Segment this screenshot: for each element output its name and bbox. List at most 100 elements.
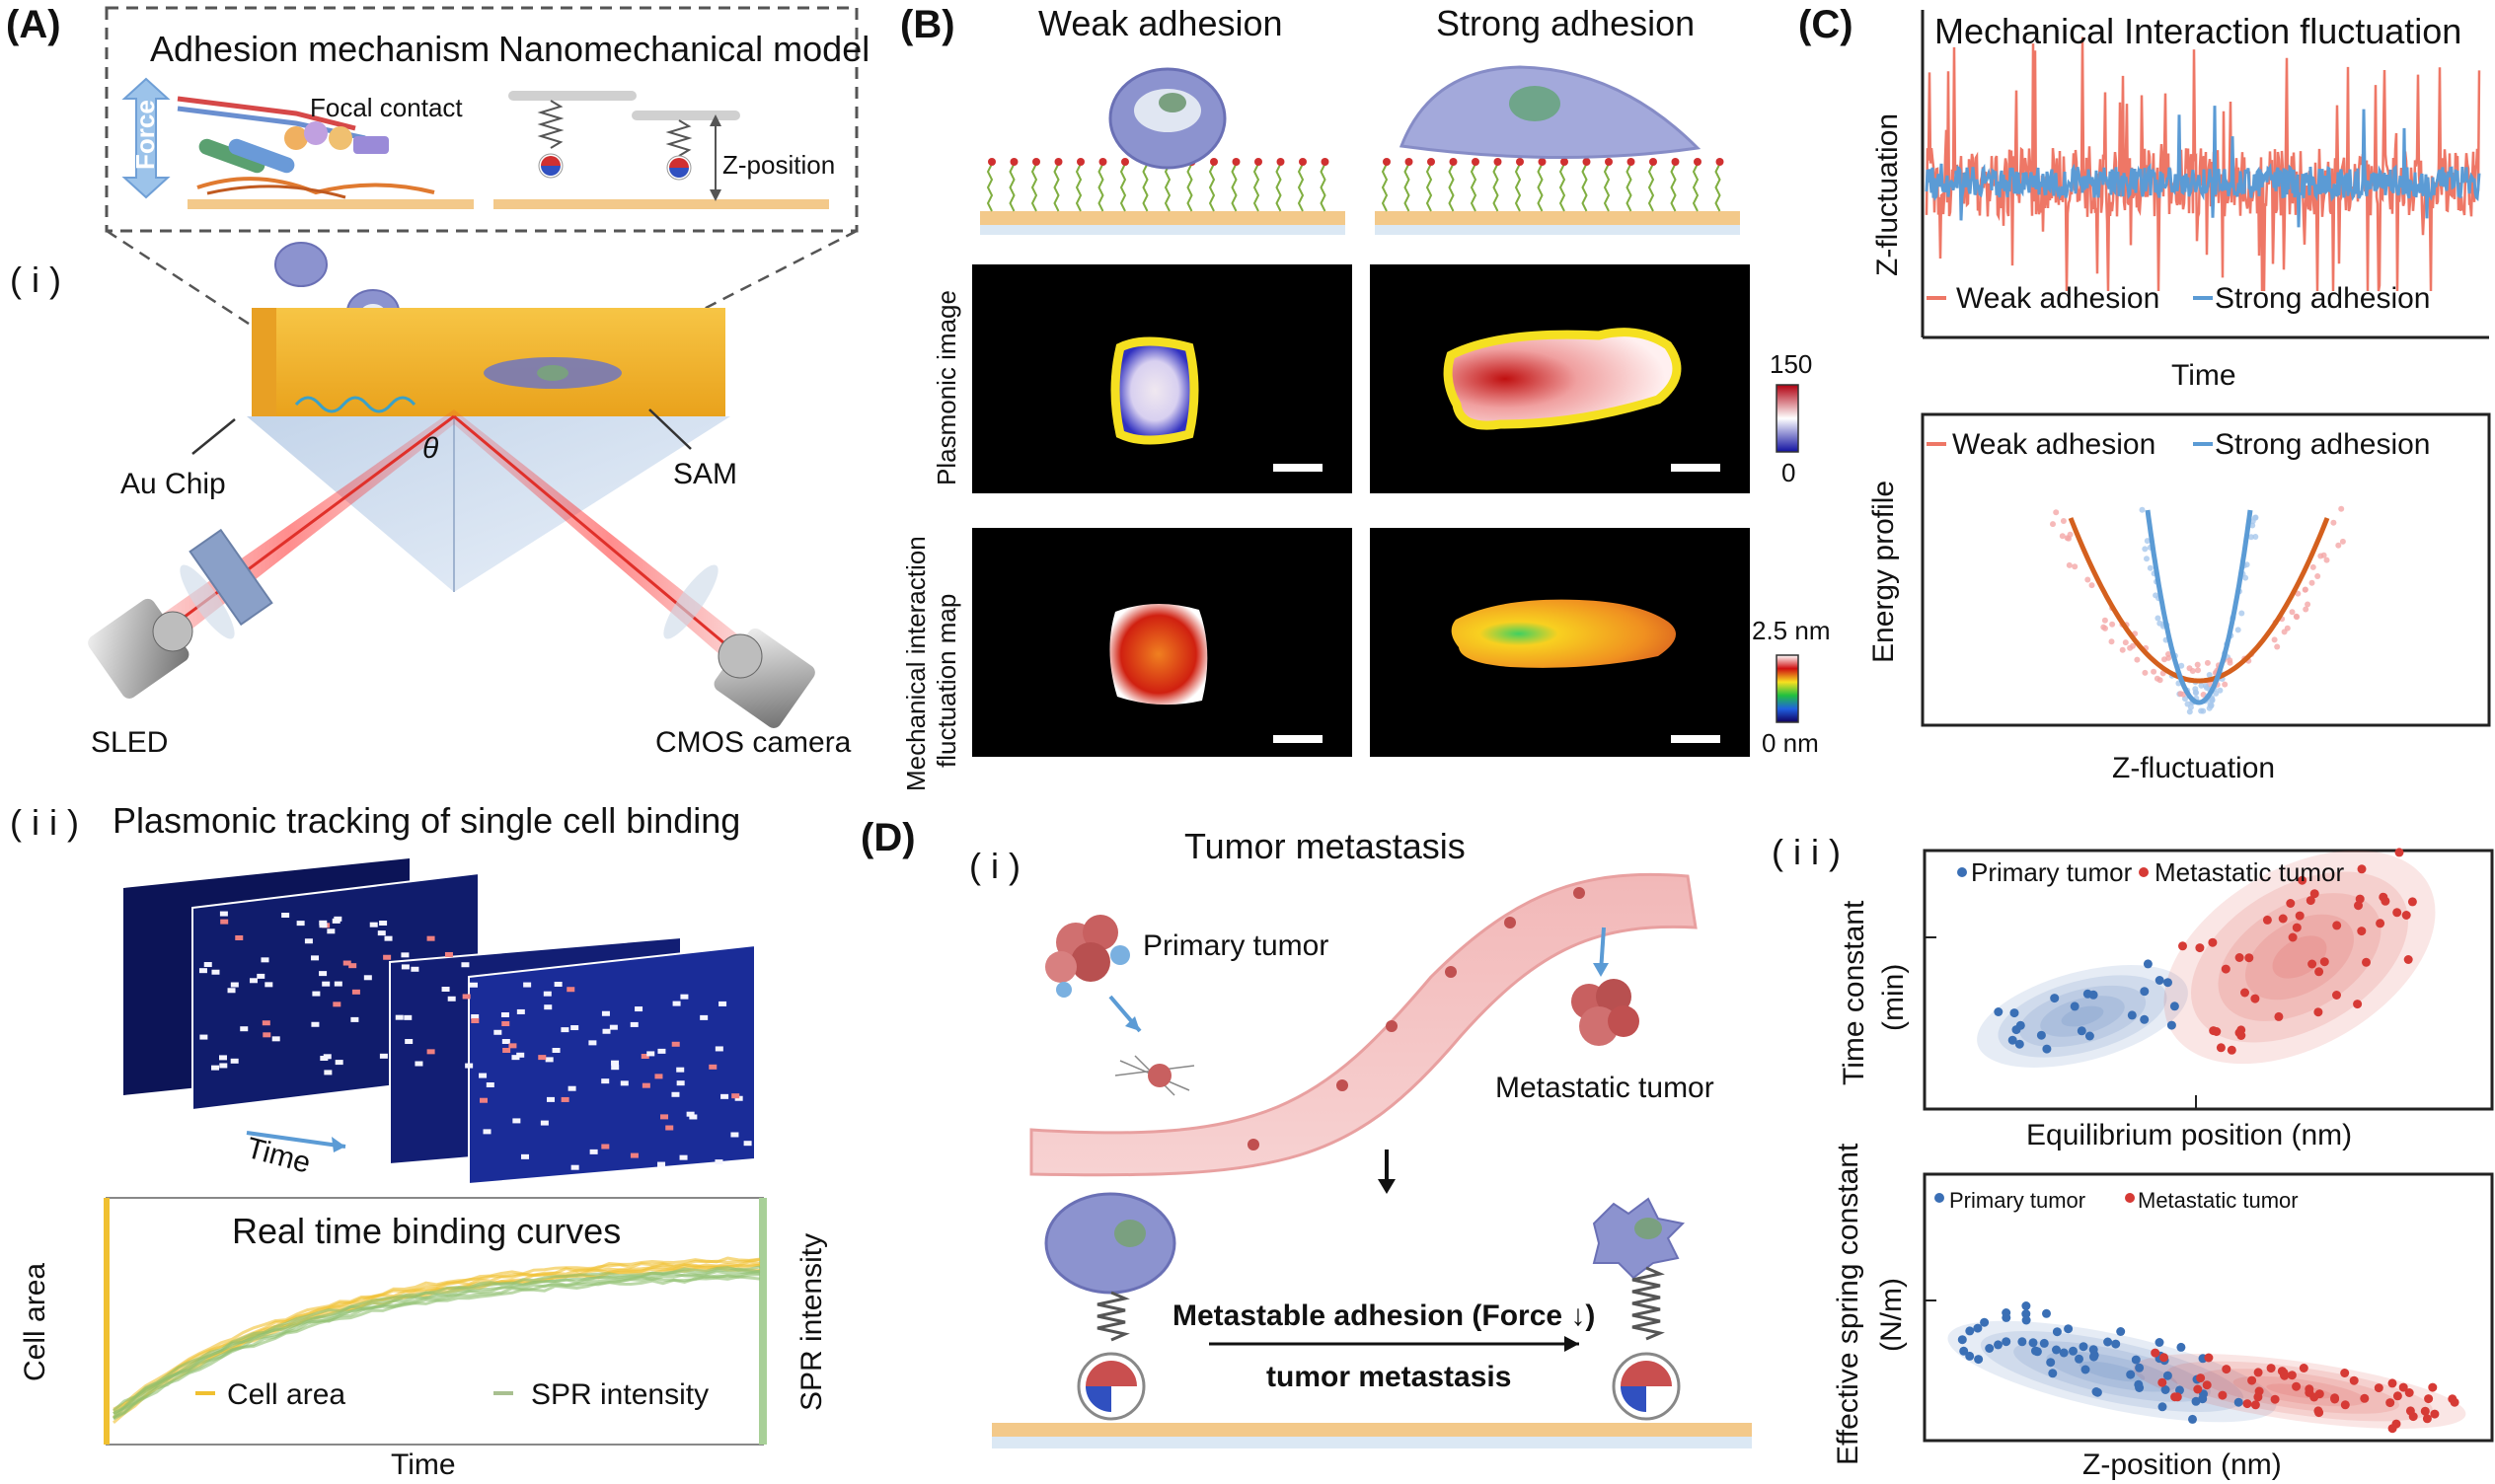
colorbar1-min: 0 bbox=[1781, 458, 1795, 487]
tracking-spot bbox=[635, 1006, 643, 1012]
scatter-point bbox=[2349, 1375, 2359, 1385]
scatter-point bbox=[2305, 1387, 2314, 1397]
energy-point bbox=[2271, 636, 2278, 643]
tracking-spot bbox=[404, 1014, 413, 1020]
plasmonic-image-row-label: Plasmonic image bbox=[932, 290, 961, 485]
scatter-point bbox=[2314, 1389, 2324, 1399]
scatter-point bbox=[2039, 1338, 2049, 1348]
energy-point bbox=[2302, 586, 2308, 593]
metastatic-tumor-label: Metastatic tumor bbox=[1495, 1072, 1714, 1104]
tracking-spot bbox=[500, 1011, 509, 1017]
panel-a-sub-i: ( i ) bbox=[10, 260, 61, 300]
sam-headgroup bbox=[1404, 158, 1413, 166]
scatter-point bbox=[2195, 943, 2205, 953]
energy-point bbox=[2202, 683, 2209, 690]
tracking-spot bbox=[257, 973, 265, 979]
scatter-point bbox=[2143, 959, 2153, 969]
plot2-legend-metastatic: Metastatic tumor bbox=[2138, 1188, 2299, 1213]
scatter-point bbox=[2392, 908, 2402, 918]
energy-point bbox=[2109, 621, 2116, 628]
scatter-point bbox=[2052, 1327, 2062, 1337]
sam-headgroup bbox=[1582, 158, 1591, 166]
sam-chain bbox=[1252, 163, 1260, 212]
tracking-spot bbox=[672, 1001, 681, 1006]
tracking-spot bbox=[601, 1078, 610, 1084]
scatter-point bbox=[2009, 1008, 2019, 1018]
tracking-spot bbox=[483, 1129, 491, 1135]
energy-point bbox=[2184, 701, 2191, 707]
tracking-spot bbox=[471, 1013, 480, 1019]
scatter-point bbox=[2157, 1402, 2167, 1412]
scatter-point bbox=[2278, 914, 2288, 924]
scatter-point bbox=[2103, 1337, 2113, 1347]
tracking-spot bbox=[401, 964, 410, 970]
sam-chain bbox=[1164, 163, 1172, 212]
energy-point bbox=[2053, 509, 2060, 516]
tracking-spot bbox=[219, 911, 228, 917]
energy-point bbox=[2238, 610, 2245, 617]
scatter-point bbox=[2330, 1394, 2340, 1404]
scatter-point bbox=[2048, 1369, 2058, 1378]
energy-point bbox=[2186, 708, 2193, 715]
energy-x-label: Z-fluctuation bbox=[2112, 752, 2275, 784]
energy-point bbox=[2088, 582, 2095, 589]
plot2-legend-primary-marker bbox=[1934, 1193, 1944, 1203]
spr-axis-label: SPR intensity bbox=[795, 1233, 828, 1411]
sam-headgroup bbox=[1010, 158, 1019, 166]
scatter-point bbox=[2070, 1002, 2079, 1011]
spring-constant-plot bbox=[1923, 1172, 2494, 1443]
tracking-spot bbox=[630, 1021, 639, 1027]
tracking-spot bbox=[589, 1149, 598, 1154]
energy-point bbox=[2213, 690, 2220, 697]
tracking-spot bbox=[230, 982, 239, 988]
scatter-point bbox=[2270, 1394, 2280, 1404]
tracking-spot bbox=[665, 1125, 674, 1131]
scatter-point bbox=[2017, 1337, 2027, 1347]
panel-d-sub-i: ( i ) bbox=[969, 846, 1021, 886]
scatter-point bbox=[2253, 1392, 2263, 1402]
scatter-point bbox=[2240, 988, 2249, 998]
sam-chain bbox=[1381, 163, 1389, 212]
scatter-point bbox=[2193, 1384, 2203, 1394]
scatter-point bbox=[1973, 1323, 1983, 1333]
binding-curves-plot bbox=[104, 1197, 767, 1446]
cmos-label: CMOS camera bbox=[655, 726, 852, 759]
tracking-spot bbox=[333, 1002, 341, 1007]
energy-point bbox=[2144, 556, 2150, 562]
scatter-point bbox=[2405, 1406, 2415, 1416]
plot1-legend-metastatic-marker bbox=[2139, 867, 2149, 877]
sam-chain bbox=[1647, 163, 1655, 212]
energy-point bbox=[2194, 661, 2201, 668]
scatter-point bbox=[2021, 1309, 2031, 1319]
scatter-point bbox=[2111, 1339, 2121, 1349]
scatter-point bbox=[2424, 1394, 2434, 1404]
energy-point bbox=[2281, 629, 2288, 635]
scatter-point bbox=[2314, 967, 2324, 977]
tracking-spot bbox=[415, 1061, 423, 1067]
adhesion-mechanism-title: Adhesion mechanism bbox=[150, 29, 490, 69]
tracking-spot bbox=[709, 1064, 718, 1070]
energy-point bbox=[2320, 552, 2327, 558]
scatter-point bbox=[1974, 1355, 1984, 1365]
panel-d-label: (D) bbox=[861, 816, 916, 859]
scatter-point bbox=[2134, 1379, 2144, 1389]
spr-setup bbox=[88, 308, 815, 728]
tracking-spot bbox=[401, 952, 410, 958]
sam-headgroup bbox=[1210, 158, 1218, 166]
sam-chain bbox=[1075, 163, 1083, 212]
sled-label: SLED bbox=[91, 726, 168, 759]
scatter-point bbox=[1994, 1007, 2004, 1016]
panel-a-label: (A) bbox=[6, 3, 61, 46]
scatter-point bbox=[1957, 1335, 1967, 1345]
legend-strong: Strong adhesion bbox=[2215, 282, 2431, 315]
tracking-spot bbox=[335, 1060, 343, 1066]
energy-point bbox=[2195, 667, 2201, 674]
tracking-spot bbox=[523, 982, 532, 988]
sam-headgroup bbox=[1516, 158, 1524, 166]
tracking-spot bbox=[322, 981, 331, 987]
trace-strong-line bbox=[1925, 106, 2481, 228]
panel-a-sub-ii: ( i i ) bbox=[10, 802, 79, 843]
scatter-point bbox=[2021, 1315, 2031, 1325]
scatter-point bbox=[2332, 921, 2342, 930]
primary-tumor-label: Primary tumor bbox=[1143, 929, 1328, 962]
